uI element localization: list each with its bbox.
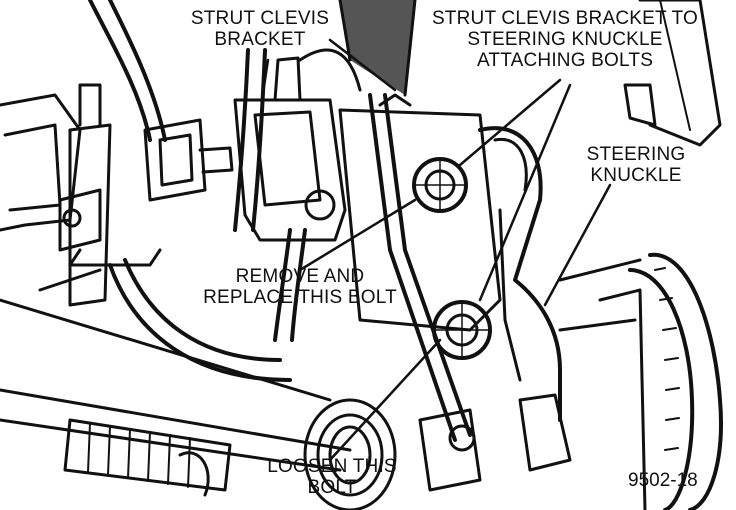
label-line: STEERING KNUCKLE: [467, 29, 663, 50]
label-attaching-bolts: STRUT CLEVIS BRACKET TO STEERING KNUCKLE…: [430, 8, 700, 71]
lower-bolt: [432, 300, 492, 360]
label-line: BRACKET: [214, 29, 306, 50]
drive-shaft: [0, 388, 572, 510]
sensor-wires: [233, 48, 362, 342]
strut-shading: [340, 0, 415, 95]
label-line: STEERING: [586, 144, 686, 165]
upper-bolt: [412, 157, 468, 213]
label-line: REPLACE THIS BOLT: [203, 287, 397, 308]
brake-hoses: [68, 0, 292, 382]
label-line: BOLT: [307, 477, 357, 498]
label-line: STRUT CLEVIS: [190, 8, 330, 29]
left-housing: [0, 93, 162, 267]
label-line: KNUCKLE: [590, 165, 682, 186]
label-loosen-bolt: LOOSEN THIS BOLT: [262, 456, 402, 498]
label-strut-clevis-bracket: STRUT CLEVIS BRACKET: [186, 8, 334, 50]
label-remove-replace: REMOVE AND REPLACE THIS BOLT: [200, 266, 400, 308]
support-rods: [0, 93, 476, 452]
label-line: ATTACHING BOLTS: [476, 50, 654, 71]
brake-rotor: [598, 252, 723, 510]
label-line: STRUT CLEVIS BRACKET TO: [431, 8, 699, 29]
figure-number: 9502-18: [628, 470, 698, 491]
label-line: LOOSEN THIS: [267, 456, 397, 477]
upper-right-bracket: [623, 0, 722, 147]
steering-knuckle-shape: [478, 126, 642, 422]
label-steering-knuckle: STEERING KNUCKLE: [570, 144, 702, 186]
label-line: REMOVE AND: [235, 266, 365, 287]
leader-lines: [260, 38, 612, 462]
